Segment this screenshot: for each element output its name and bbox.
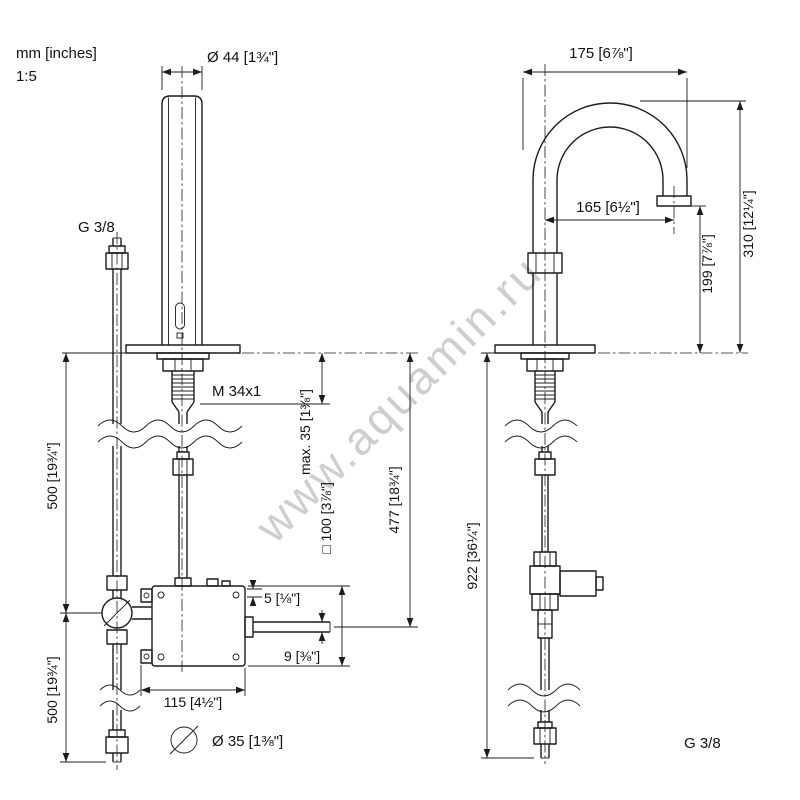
dim-hole-diameter: Ø 35 [1⅜"]	[212, 733, 283, 750]
side-hose	[534, 412, 556, 552]
side-spout	[527, 102, 692, 345]
side-dimensions: 175 [6⅞"] 165 [6½"] 310 [12¼"] 199 [7⅞"]…	[464, 45, 756, 759]
dim-offset-small: 5 [⅛"]	[264, 590, 300, 606]
mounting-ear	[140, 649, 153, 664]
dim-box-width: 115 [4½"]	[164, 694, 222, 710]
side-centerlines	[544, 64, 748, 764]
box-screw	[157, 591, 165, 599]
spout-outlet	[656, 195, 692, 207]
front-dimensions: Ø 44 [1¾"] G 3/8 M 34x1 max. 35 [1⅜"] 47…	[44, 49, 418, 763]
units-label: mm [inches]	[16, 45, 97, 62]
dim-max-deck: max. 35 [1⅜"]	[297, 389, 313, 475]
side-view: 175 [6⅞"] 165 [6½"] 310 [12¼"] 199 [7⅞"]…	[464, 45, 756, 764]
supply-pipe	[101, 237, 152, 763]
box-screw	[232, 653, 240, 661]
front-break-lines	[97, 419, 243, 712]
box-screw	[232, 591, 240, 599]
outlet-pipe	[253, 621, 330, 633]
side-base-plate	[494, 344, 596, 413]
dim-spout-height: 310 [12¼"]	[740, 190, 756, 257]
dim-projection: 175 [6⅞"]	[569, 45, 633, 62]
dim-hose-lower: 500 [19¾"]	[44, 656, 60, 723]
sensor-window	[175, 302, 185, 330]
label-mount-thread: M 34x1	[212, 383, 261, 400]
dim-below-deck: 922 [36¼"]	[464, 522, 480, 589]
dim-outlet-drop: 477 [18¾"]	[386, 466, 402, 533]
legend: mm [inches] 1:5	[16, 45, 97, 85]
box-screw	[157, 653, 165, 661]
dim-hose-upper: 500 [19¾"]	[44, 442, 60, 509]
front-view: Ø 44 [1¾"] G 3/8 M 34x1 max. 35 [1⅜"] 47…	[44, 49, 420, 770]
mounting-ear	[140, 588, 153, 603]
dim-outlet-height: 199 [7⅞"]	[699, 234, 715, 293]
dim-reach: 165 [6½"]	[576, 199, 640, 216]
dim-outlet-pipe: 9 [⅜"]	[284, 648, 320, 664]
dim-box-size: □ 100 [3⅞"]	[318, 482, 334, 554]
front-centerlines	[116, 66, 420, 770]
front-spout	[161, 95, 203, 345]
side-break-lines	[504, 419, 581, 713]
front-hose	[172, 412, 194, 587]
dim-spout-diameter: Ø 44 [1¾"]	[207, 49, 278, 66]
side-valve	[529, 551, 604, 759]
hole-symbol	[170, 726, 198, 754]
control-box	[140, 578, 331, 667]
label-inlet-thread-bottom: G 3/8	[684, 735, 721, 752]
label-inlet-thread-top: G 3/8	[78, 219, 115, 236]
front-base-plate	[125, 344, 241, 413]
scale-label: 1:5	[16, 68, 37, 85]
